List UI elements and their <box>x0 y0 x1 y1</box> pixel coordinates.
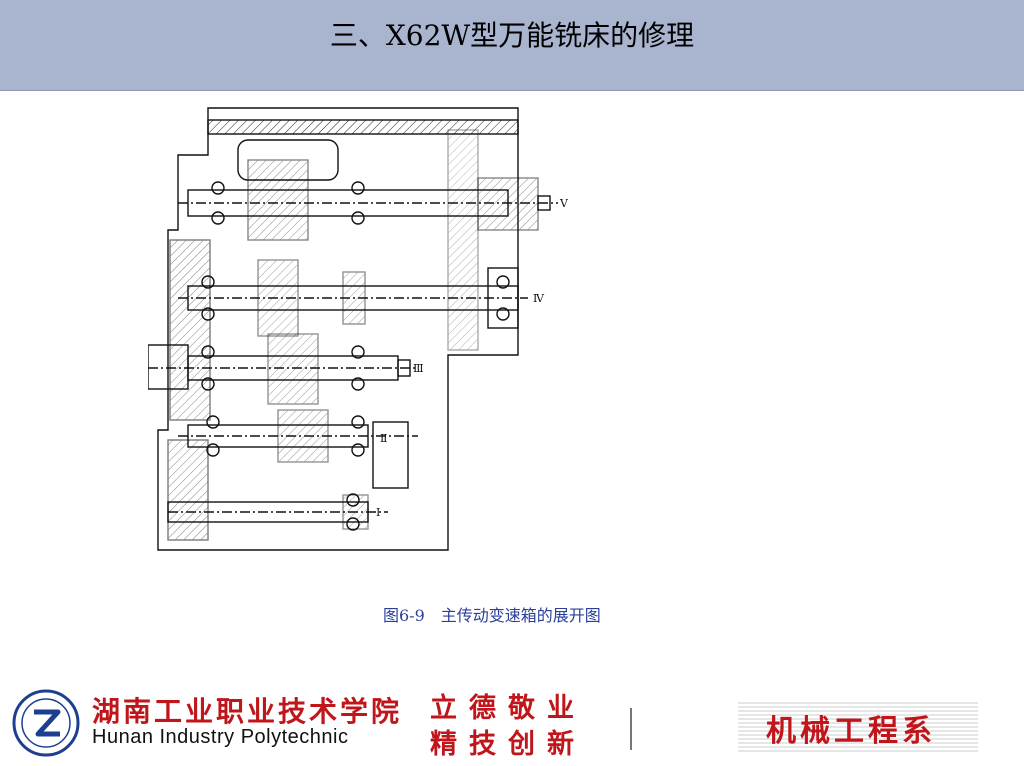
motto-line-2: 精技创新 <box>430 729 586 760</box>
footer-divider <box>630 708 632 750</box>
gearbox-drawing: V Ⅳ Ⅲ Ⅱ Ⅰ <box>148 107 569 551</box>
school-name-english: Hunan Industry Polytechnic <box>92 726 349 748</box>
shaft-label-3: Ⅲ <box>413 362 424 375</box>
shaft-label-5: V <box>559 197 569 210</box>
slide-title: 三、X62W型万能铣床的修理 <box>329 19 695 52</box>
motto-line-1: 立德敬业 <box>430 693 586 724</box>
title-bar: 三、X62W型万能铣床的修理 <box>0 0 1024 91</box>
shaft-label-4: Ⅳ <box>533 292 545 305</box>
shaft-label-1: Ⅰ <box>376 506 380 519</box>
footer: 湖南工业职业技术学院 Hunan Industry Polytechnic 立德… <box>0 680 1024 766</box>
shaft-label-2: Ⅱ <box>380 432 387 445</box>
school-logo-icon <box>12 689 80 757</box>
school-name-chinese: 湖南工业职业技术学院 <box>92 695 403 728</box>
department-name: 机械工程系 <box>766 714 936 749</box>
department-box <box>738 700 978 752</box>
figure-caption: 图6-9 主传动变速箱的展开图 <box>383 606 601 625</box>
